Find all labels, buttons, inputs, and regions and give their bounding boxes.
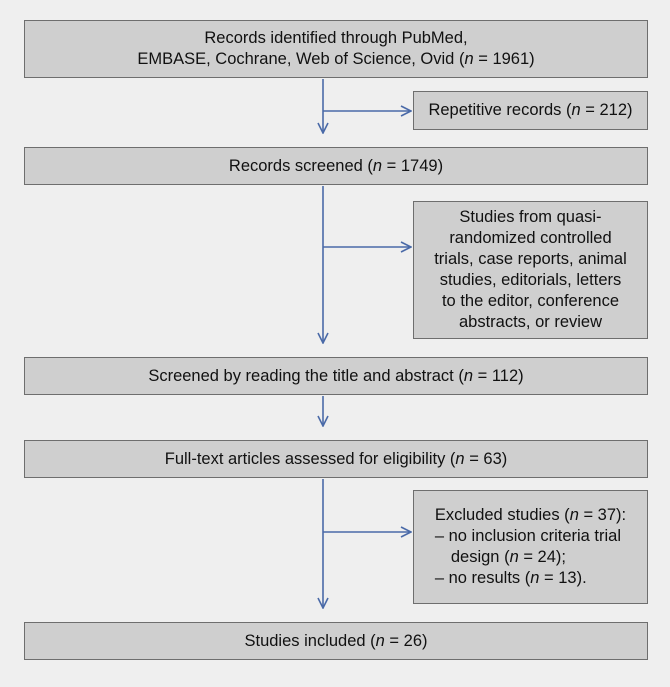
identified-count: = 1961): [473, 50, 535, 68]
excluded-types-line-1: Studies from quasi-: [459, 208, 602, 226]
included-count: = 26): [384, 631, 428, 650]
excluded-item-1b: design (: [450, 548, 510, 566]
title-abstract-count: = 112): [473, 366, 524, 385]
fulltext-label: Full-text articles assessed for eligibil…: [164, 449, 456, 468]
excluded-item-2-count: = 13).: [539, 569, 587, 587]
screened-count: = 1749): [382, 156, 444, 175]
box-fulltext-eligibility: Full-text articles assessed for eligibil…: [24, 440, 648, 478]
title-abstract-label: Screened by reading the title and abstra…: [148, 366, 464, 385]
excluded-types-line-6: abstracts, or review: [458, 313, 603, 331]
excluded-title-n: n: [569, 506, 579, 524]
screened-label: Records screened (: [228, 156, 373, 175]
included-n: n: [375, 631, 385, 650]
box-excluded-study-types: Studies from quasi- randomized controlle…: [413, 201, 648, 339]
excluded-types-line-3: trials, case reports, animal: [434, 250, 627, 268]
excluded-item-1a: – no inclusion criteria trial: [434, 527, 622, 545]
excluded-title-count: = 37):: [578, 506, 627, 524]
excluded-title: Excluded studies (: [434, 506, 570, 524]
box-title-abstract-screening: Screened by reading the title and abstra…: [24, 357, 648, 395]
fulltext-count: = 63): [464, 449, 508, 468]
excluded-types-line-5: to the editor, conference: [441, 292, 620, 310]
box-records-screened: Records screened (n = 1749): [24, 147, 648, 185]
excluded-item-1-count: = 24);: [518, 548, 566, 566]
box-excluded-studies: Excluded studies (n = 37): – no inclusio…: [413, 490, 648, 604]
repetitive-n: n: [571, 101, 581, 119]
identified-line-2: EMBASE, Cochrane, Web of Science, Ovid: [137, 50, 455, 68]
identified-n: n: [464, 50, 474, 68]
screened-n: n: [372, 156, 383, 175]
repetitive-count: = 212): [580, 101, 633, 119]
excluded-item-2: – no results (: [434, 569, 531, 587]
box-studies-included: Studies included (n = 26): [24, 622, 648, 660]
excluded-types-line-2: randomized controlled: [449, 229, 612, 247]
repetitive-label: Repetitive records (: [428, 101, 572, 119]
identified-line-1: Records identified through PubMed,: [204, 29, 468, 47]
box-records-identified: Records identified through PubMed, EMBAS…: [24, 20, 648, 78]
excluded-types-line-4: studies, editorials, letters: [439, 271, 622, 289]
title-abstract-n: n: [463, 366, 474, 385]
fulltext-n: n: [455, 449, 465, 468]
included-label: Studies included (: [244, 631, 376, 650]
excluded-item-1-n: n: [509, 548, 519, 566]
excluded-item-2-n: n: [530, 569, 540, 587]
box-repetitive-records: Repetitive records (n = 212): [413, 91, 648, 130]
